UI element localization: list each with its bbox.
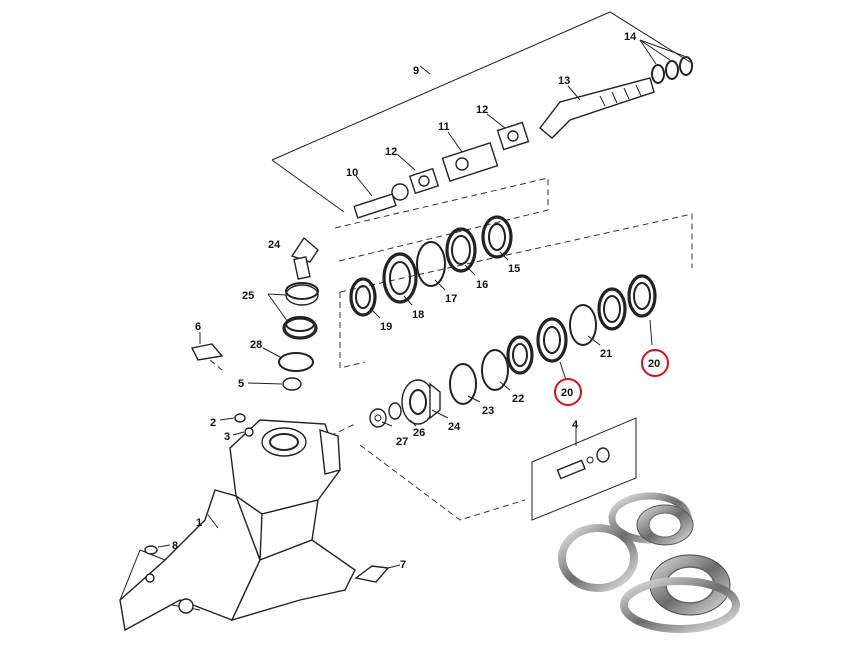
lower-gear-24 (401, 379, 441, 425)
bearing-25 (267, 282, 319, 340)
drive-shaft-assembly (353, 77, 655, 219)
label-21: 21 (600, 348, 612, 360)
dashed-group-upper (334, 177, 549, 263)
kit-box-4 (531, 417, 637, 521)
dashed-group-middle (339, 213, 693, 369)
pinion-gear-24 (290, 236, 319, 280)
leader-lines (207, 85, 653, 529)
anode-6 (190, 332, 224, 371)
label-20-left: 20 (561, 387, 573, 399)
o-rings-14 (639, 39, 693, 84)
highlight-20-right: 20 (641, 349, 669, 377)
upper-ring-set (349, 215, 513, 317)
label-3: 3 (224, 431, 230, 443)
bracket-9 (271, 11, 691, 213)
label-1: 1 (196, 517, 202, 529)
seal-3 (232, 427, 254, 437)
label-20-right: 20 (648, 358, 660, 370)
label-16: 16 (476, 279, 488, 291)
label-12-right: 12 (476, 104, 488, 116)
label-10: 10 (346, 167, 358, 179)
screw-2 (219, 413, 246, 423)
label-18: 18 (412, 309, 424, 321)
label-12-left: 12 (385, 146, 397, 158)
washer-26 (388, 402, 402, 420)
label-23: 23 (482, 405, 494, 417)
plug-8 (144, 544, 171, 555)
label-17: 17 (445, 293, 457, 305)
callout-labels: 1 2 3 4 5 6 7 8 9 10 11 12 12 13 14 15 1… (172, 31, 637, 571)
label-24-top: 24 (268, 239, 281, 251)
highlight-20-left: 20 (554, 378, 582, 406)
label-5: 5 (238, 378, 244, 390)
label-8: 8 (172, 540, 178, 552)
label-19: 19 (380, 321, 392, 333)
gear-housing-1 (119, 419, 356, 632)
label-26: 26 (413, 427, 425, 439)
label-25: 25 (242, 290, 254, 302)
dashed-group-lower (329, 423, 526, 521)
label-22: 22 (512, 393, 524, 405)
label-13: 13 (558, 75, 570, 87)
label-27: 27 (396, 436, 408, 448)
label-7: 7 (400, 559, 406, 571)
label-2: 2 (210, 417, 216, 429)
bearing-photo (558, 492, 740, 633)
label-24-bottom: 24 (448, 421, 461, 433)
label-6: 6 (195, 321, 201, 333)
shim-28 (262, 347, 314, 372)
sleeve-5 (247, 377, 302, 391)
label-9: 9 (413, 65, 419, 77)
label-28: 28 (250, 339, 262, 351)
nut-27 (369, 408, 387, 428)
lower-ring-set (449, 274, 657, 405)
label-14: 14 (624, 31, 637, 43)
label-4: 4 (572, 419, 579, 431)
label-11: 11 (438, 121, 450, 133)
plate-7 (354, 564, 401, 583)
label-15: 15 (508, 263, 520, 275)
